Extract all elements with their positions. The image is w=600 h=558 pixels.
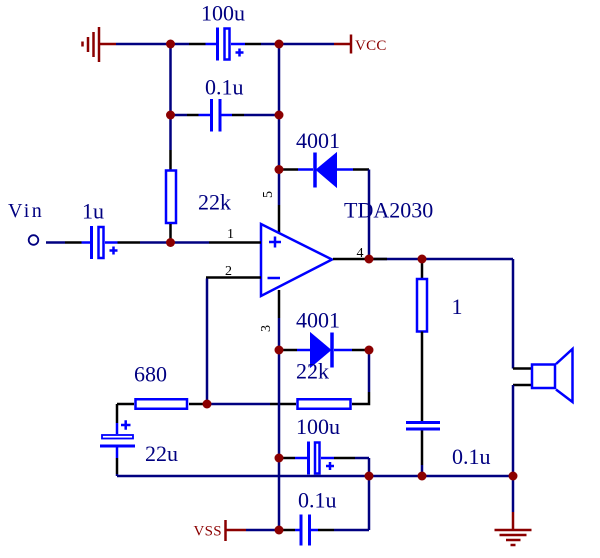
svg-text:TDA2030: TDA2030 (344, 198, 433, 223)
svg-text:2: 2 (225, 264, 232, 279)
svg-text:1: 1 (227, 227, 234, 242)
svg-text:22k: 22k (198, 190, 231, 215)
svg-text:VSS: VSS (194, 524, 222, 540)
svg-text:3: 3 (259, 325, 274, 332)
svg-text:4001: 4001 (296, 128, 340, 153)
svg-text:0.1u: 0.1u (298, 488, 337, 513)
svg-text:4: 4 (357, 246, 364, 261)
svg-text:22u: 22u (145, 441, 178, 466)
svg-text:100u: 100u (201, 1, 245, 26)
svg-text:VCC: VCC (355, 38, 387, 54)
svg-text:1: 1 (452, 294, 463, 319)
svg-text:0.1u: 0.1u (205, 75, 244, 100)
svg-text:4001: 4001 (296, 308, 340, 333)
svg-text:680: 680 (134, 362, 167, 387)
svg-text:5: 5 (261, 191, 276, 198)
svg-text:0.1u: 0.1u (452, 444, 491, 469)
svg-text:22k: 22k (296, 359, 329, 384)
svg-text:Vin: Vin (8, 200, 44, 222)
svg-text:100u: 100u (296, 414, 340, 439)
svg-text:1u: 1u (82, 199, 104, 224)
